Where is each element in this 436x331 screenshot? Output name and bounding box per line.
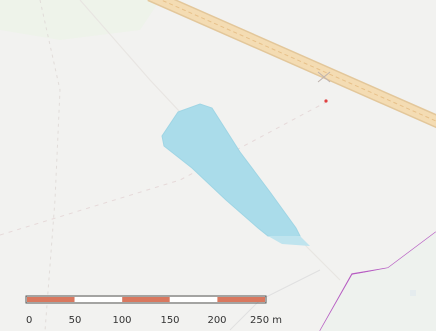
scale-label-250m: 250 m	[250, 315, 282, 326]
scale-label-0: 0	[26, 315, 32, 326]
scale-bar: 0 50 100 150 200 250 m	[25, 295, 282, 326]
water-body-outflow	[268, 236, 310, 246]
scale-segment	[27, 297, 75, 302]
point-marker[interactable]	[324, 99, 328, 103]
small-feature	[410, 290, 416, 296]
road-centerline	[160, 0, 436, 122]
scale-segment	[74, 297, 123, 302]
grass-area	[0, 0, 160, 40]
scale-label-150: 150	[160, 315, 179, 326]
scale-label-200: 200	[207, 315, 226, 326]
track-path	[39, 0, 61, 331]
scale-bar-frame	[25, 295, 267, 304]
scale-segment	[169, 297, 218, 302]
scale-segment	[217, 297, 265, 302]
scale-label-50: 50	[69, 315, 82, 326]
land-area	[320, 232, 436, 331]
scale-segment	[122, 297, 170, 302]
scale-label-100: 100	[112, 315, 131, 326]
junction-mark	[317, 71, 331, 83]
